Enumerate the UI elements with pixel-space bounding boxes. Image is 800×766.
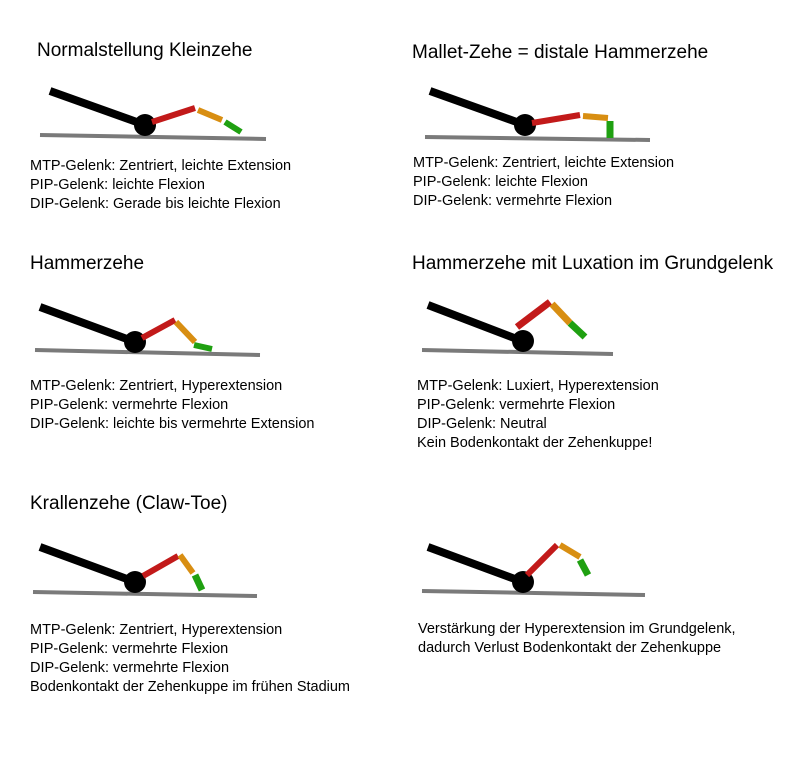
panel-description: MTP-Gelenk: Zentriert, Hyperextension PI… xyxy=(30,377,315,434)
proximal-phalanx xyxy=(140,317,177,341)
metatarsal-bone xyxy=(428,87,527,129)
toe-claw-advanced xyxy=(421,542,646,597)
panel-description: MTP-Gelenk: Luxiert, Hyperextension PIP-… xyxy=(417,377,659,453)
proximal-phalanx xyxy=(524,542,560,578)
middle-phalanx xyxy=(549,301,573,326)
distal-phalanx xyxy=(223,119,243,135)
distal-phalanx xyxy=(193,342,213,352)
desc-line: PIP-Gelenk: vermehrte Flexion xyxy=(417,397,616,413)
desc-line: PIP-Gelenk: leichte Flexion xyxy=(30,177,205,193)
mtp-joint xyxy=(124,331,146,353)
desc-line: Kein Bodenkontakt der Zehenkuppe! xyxy=(417,435,653,451)
desc-line: MTP-Gelenk: Zentriert, leichte Extension xyxy=(413,155,675,171)
mtp-joint xyxy=(514,114,536,136)
mtp-joint xyxy=(512,330,534,352)
panel-title: Krallenzehe (Claw-Toe) xyxy=(30,493,228,514)
distal-phalanx xyxy=(576,558,592,577)
toe-mallet xyxy=(424,87,651,142)
ground-line xyxy=(39,133,267,141)
panel-title: Hammerzehe mit Luxation im Grundgelenk xyxy=(412,253,774,274)
ground-line xyxy=(32,590,258,598)
desc-line: MTP-Gelenk: Luxiert, Hyperextension xyxy=(417,378,659,394)
panel-title: Mallet-Zehe = distale Hammerzehe xyxy=(412,42,709,63)
desc-line: DIP-Gelenk: vermehrte Flexion xyxy=(30,660,230,676)
desc-line: MTP-Gelenk: Zentriert, leichte Extension xyxy=(30,158,292,174)
metatarsal-bone xyxy=(426,301,524,345)
desc-line: PIP-Gelenk: leichte Flexion xyxy=(413,174,588,190)
middle-phalanx xyxy=(582,113,609,121)
proximal-phalanx xyxy=(141,553,180,579)
ground-line xyxy=(424,135,651,142)
desc-line: DIP-Gelenk: leichte bis vermehrte Extens… xyxy=(30,416,315,432)
panel-description: MTP-Gelenk: Zentriert, leichte Extension… xyxy=(30,157,291,214)
middle-phalanx xyxy=(173,319,198,345)
distal-phalanx xyxy=(191,573,206,592)
middle-phalanx xyxy=(196,107,224,123)
proximal-phalanx xyxy=(151,105,196,125)
desc-line: dadurch Verlust Bodenkontakt der Zehenku… xyxy=(418,640,722,656)
toe-normal xyxy=(39,87,267,141)
middle-phalanx xyxy=(177,553,196,575)
mtp-joint xyxy=(134,114,156,136)
desc-line: Bodenkontakt der Zehenkuppe im frühen St… xyxy=(30,679,351,695)
panel-description: Verstärkung der Hyperextension im Grundg… xyxy=(418,620,736,658)
panel-description: MTP-Gelenk: Zentriert, leichte Extension… xyxy=(413,154,674,211)
toe-claw xyxy=(32,543,258,598)
desc-line: MTP-Gelenk: Zentriert, Hyperextension xyxy=(30,622,283,638)
desc-line: MTP-Gelenk: Zentriert, Hyperextension xyxy=(30,378,283,394)
panel-title: Normalstellung Kleinzehe xyxy=(37,40,253,61)
desc-line: PIP-Gelenk: vermehrte Flexion xyxy=(30,397,229,413)
desc-line: PIP-Gelenk: vermehrte Flexion xyxy=(30,641,229,657)
distal-phalanx xyxy=(567,320,588,340)
desc-line: DIP-Gelenk: Neutral xyxy=(417,416,547,432)
desc-line: DIP-Gelenk: Gerade bis leichte Flexion xyxy=(30,196,281,212)
metatarsal-bone xyxy=(38,543,137,586)
proximal-phalanx xyxy=(514,299,553,330)
metatarsal-bone xyxy=(426,543,525,586)
panel-title: Hammerzehe xyxy=(30,253,145,274)
mtp-joint xyxy=(124,571,146,593)
metatarsal-bone xyxy=(38,303,137,346)
panel-description: MTP-Gelenk: Zentriert, Hyperextension PI… xyxy=(30,621,350,697)
ground-line xyxy=(34,348,261,357)
toe-hammer-luxation xyxy=(421,299,614,356)
toe-hammer xyxy=(34,303,261,357)
ground-line xyxy=(421,348,614,356)
desc-line: Verstärkung der Hyperextension im Grundg… xyxy=(418,621,736,637)
proximal-phalanx xyxy=(531,112,581,126)
middle-phalanx xyxy=(558,542,582,560)
desc-line: DIP-Gelenk: vermehrte Flexion xyxy=(413,193,613,209)
ground-line xyxy=(421,589,646,597)
metatarsal-bone xyxy=(48,87,147,129)
